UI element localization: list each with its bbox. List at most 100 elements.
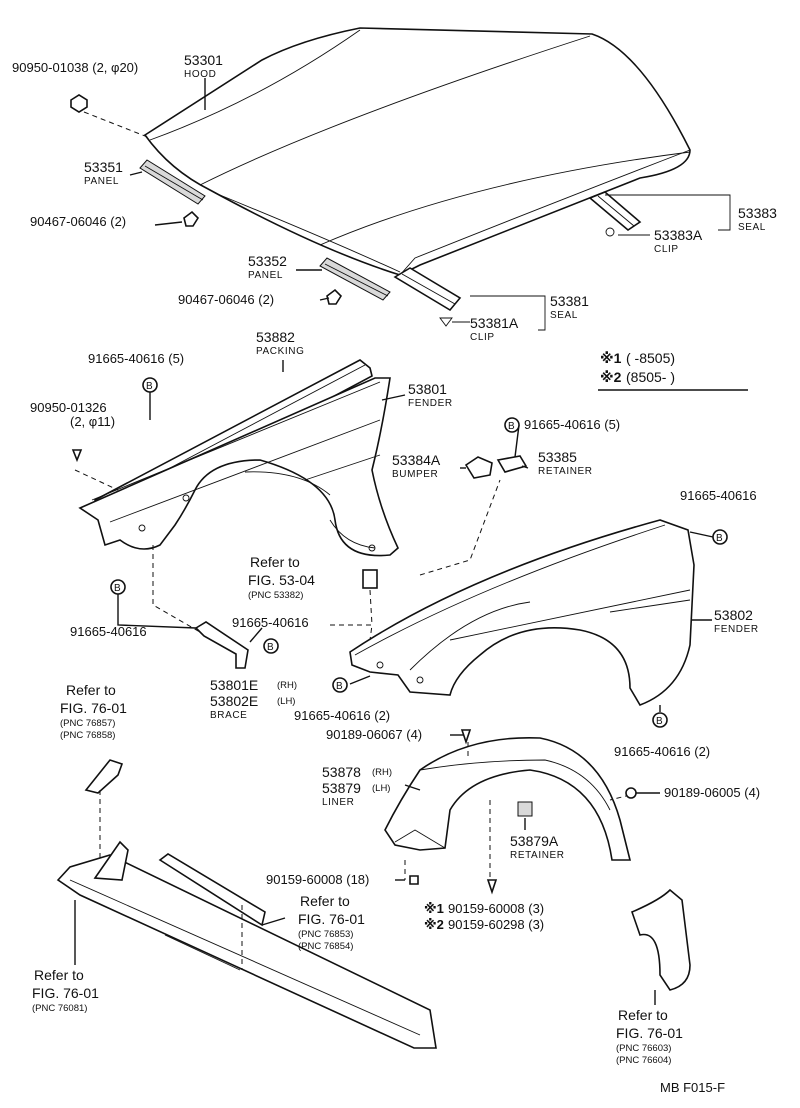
bolt-b-letter: B [656, 716, 663, 727]
fender-left-part [78, 377, 399, 557]
clip-90467-b-part [326, 288, 343, 305]
callout-seal-53381: 53381 [550, 293, 589, 309]
nut-90950-01326-part [71, 449, 83, 463]
callout-hood-pn: 53301 [184, 52, 223, 68]
callout-refer-76-01-c: Refer to [34, 967, 84, 983]
screw-90189-06005-part [625, 787, 637, 799]
callout-liner-rh-tag: (RH) [372, 767, 392, 778]
callout-fender-right-pn: 53802 [714, 607, 753, 623]
bolt-b-letter: B [114, 583, 121, 594]
callout-screw-90159-60008-18: 90159-60008 (18) [266, 872, 369, 887]
callout-bolt-top-right: 91665-40616 (5) [524, 417, 620, 432]
legend-row1-text: ( -8505) [626, 350, 675, 366]
callout-pnc-76858: (PNC 76858) [60, 730, 115, 741]
callout-brace-lh: 53802E [210, 693, 258, 709]
callout-refer-53-04: Refer to [250, 554, 300, 570]
callout-liner-name: LINER [322, 797, 354, 808]
bumper-stay-part [158, 853, 266, 927]
star2-mark: ※2 [424, 917, 444, 932]
callout-panel2-name: PANEL [248, 270, 283, 281]
panel-53352-part [319, 257, 391, 301]
star1-mark: ※1 [424, 901, 444, 916]
callout-clip-53383a: 53383A [654, 227, 703, 243]
callout-pnc-76081: (PNC 76081) [32, 1003, 87, 1014]
callout-panel2-pn: 53352 [248, 253, 287, 269]
screw-90159-60008-part [409, 875, 419, 885]
bolt-b-icon: B [332, 677, 348, 693]
legend-row1-mark: ※1 [600, 350, 622, 366]
callout-bolt-bottom-mid: 91665-40616 (2) [294, 708, 390, 723]
callout-pnc-53382: (PNC 53382) [248, 590, 303, 601]
callout-clip-53381a: 53381A [470, 315, 519, 331]
callout-panel1-pn: 53351 [84, 159, 123, 175]
callout-hood-name: HOOD [184, 69, 216, 80]
bolt-b-icon: B [110, 579, 126, 595]
callout-refer-76-01-d: Refer to [618, 1007, 668, 1023]
front-bumper-part [56, 840, 437, 1049]
callout-refer-76-01-b: Refer to [300, 893, 350, 909]
callout-clip-90467-a: 90467-06046 (2) [30, 214, 126, 229]
callout-refer-76-01-a: Refer to [66, 682, 116, 698]
fender-right-part [349, 519, 695, 706]
callout-retainer-name: RETAINER [538, 466, 593, 477]
callout-bolt-left-low: 91665-40616 [70, 624, 147, 639]
bolt-b-letter: B [716, 533, 723, 544]
legend: ※1 ( -8505) ※2 (8505- ) [598, 350, 748, 391]
callout-fender-left-pn: 53801 [408, 381, 447, 397]
clip-90467-a-part [183, 210, 200, 227]
callout-retainer-53879a-name: RETAINER [510, 850, 565, 861]
callout-pnc-76857: (PNC 76857) [60, 718, 115, 729]
callout-brace-lh-tag: (LH) [277, 696, 295, 707]
callout-nut-90950-01326-size: (2, φ11) [70, 414, 115, 429]
side-bracket-part [84, 759, 124, 794]
callout-bolt-right-fender: 91665-40616 [680, 488, 757, 503]
bolt-b-letter: B [146, 381, 153, 392]
callout-brace-rh-tag: (RH) [277, 680, 297, 691]
callout-pnc-76603: (PNC 76603) [616, 1043, 671, 1054]
callout-screw-90189-06005: 90189-06005 (4) [664, 785, 760, 800]
liner-part [384, 736, 632, 861]
hood-nut-part [70, 94, 151, 139]
callout-screw-s2: 90159-60298 (3) [448, 917, 544, 932]
figure-code: MB F015-F [660, 1080, 725, 1095]
bolt-b-icon: B [712, 529, 728, 545]
bolt-b-icon: B [263, 638, 279, 654]
callout-fender-right-name: FENDER [714, 624, 759, 635]
retainer-53385-part [496, 455, 528, 473]
callout-clip-53383a-name: CLIP [654, 244, 679, 255]
callout-packing-pn: 53882 [256, 329, 295, 345]
bolt-b-letter: B [267, 642, 274, 653]
callout-clip-53381a-name: CLIP [470, 332, 495, 343]
callout-panel1-name: PANEL [84, 176, 119, 187]
seal-53381-part [393, 267, 462, 327]
bolt-b-letter: B [336, 681, 343, 692]
legend-row2-mark: ※2 [600, 369, 622, 385]
callout-pnc-76853: (PNC 76853) [298, 929, 353, 940]
bolt-b-icon: B [504, 417, 520, 433]
callout-liner-rh: 53878 [322, 764, 361, 780]
bolt-b-icon: B [142, 377, 158, 393]
callout-seal-53383: 53383 [738, 205, 777, 221]
callout-fig-76-01-b: FIG. 76-01 [298, 911, 365, 927]
callout-bumper-name: BUMPER [392, 469, 438, 480]
callout-bumper-pn: 53384A [392, 452, 441, 468]
callout-hood-nut: 90950-01038 (2, φ20) [12, 60, 138, 75]
hood-part [143, 27, 691, 276]
callout-bolt-bottom-right: 91665-40616 (2) [614, 744, 710, 759]
callout-bolt-brace: 91665-40616 [232, 615, 309, 630]
callout-seal-53383-name: SEAL [738, 222, 766, 233]
seal-53383-part [588, 191, 642, 237]
mud-flap-part [630, 888, 691, 991]
callout-nut-90950-01326: 90950-01326 [30, 400, 107, 415]
screw-90189-06067-part [460, 729, 472, 745]
callout-bolt-top-left: 91665-40616 (5) [88, 351, 184, 366]
callout-packing-name: PACKING [256, 346, 304, 357]
bracket-53382-part [330, 569, 378, 641]
callout-fender-left-name: FENDER [408, 398, 453, 409]
callout-pnc-76854: (PNC 76854) [298, 941, 353, 952]
callout-screw-s1: 90159-60008 (3) [448, 901, 544, 916]
panel-53351-part [139, 159, 206, 205]
callout-brace-name: BRACE [210, 710, 247, 721]
bolt-b-icon: B [652, 712, 668, 728]
